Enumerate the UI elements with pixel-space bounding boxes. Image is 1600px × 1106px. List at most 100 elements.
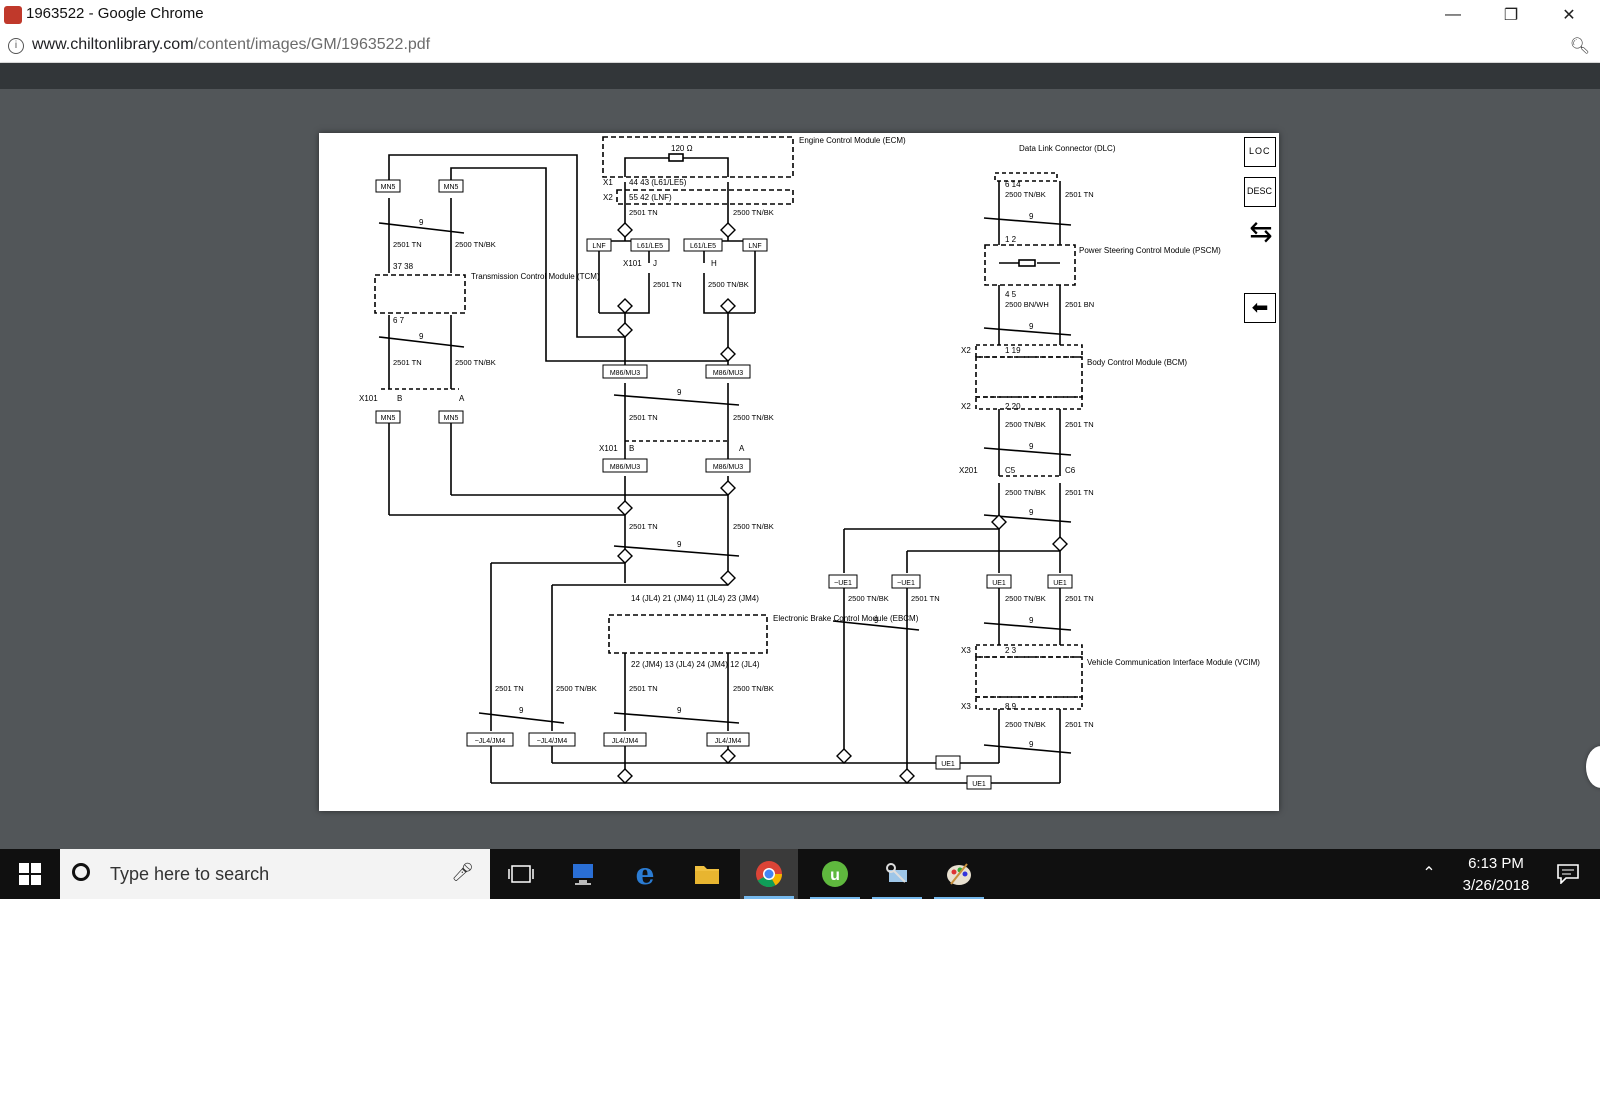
svg-text:MN5: MN5: [444, 415, 459, 422]
svg-text:2501 TN: 2501 TN: [653, 280, 682, 289]
svg-text:UE1: UE1: [941, 761, 955, 768]
svg-text:2500 TN/BK: 2500 TN/BK: [1005, 488, 1046, 497]
taskbar-app-paint[interactable]: [930, 849, 988, 899]
svg-text:9: 9: [1029, 616, 1034, 625]
svg-text:LNF: LNF: [748, 243, 761, 250]
microphone-icon[interactable]: 🎤︎: [451, 862, 474, 882]
svg-text:u: u: [830, 867, 840, 884]
restore-button[interactable]: ❐: [1503, 7, 1519, 24]
svg-text:2501 TN: 2501 TN: [495, 684, 524, 693]
svg-text:X101: X101: [623, 259, 642, 268]
description-view-button[interactable]: DESC: [1244, 177, 1276, 207]
wire-labels: 2501 TN 2500 TN/BK 2501 TN 2500 TN/BK 25…: [393, 190, 1094, 729]
wiring-diagram: MN5 MN5 MN5 MN5 LNF LNF L61/LE5 L61/LE5 …: [359, 136, 1260, 790]
svg-text:M86/MU3: M86/MU3: [713, 370, 743, 377]
minimize-button[interactable]: —: [1445, 6, 1461, 23]
task-view-button[interactable]: [492, 849, 550, 899]
svg-text:X2: X2: [961, 402, 971, 411]
site-info-icon[interactable]: i: [8, 38, 24, 54]
svg-text:X3: X3: [961, 646, 971, 655]
svg-text:UE1: UE1: [992, 580, 1006, 587]
svg-text:L61/LE5: L61/LE5: [690, 243, 716, 250]
svg-text:~JL4/JM4: ~JL4/JM4: [475, 738, 506, 745]
svg-text:8 9: 8 9: [1005, 702, 1017, 711]
tcm-label: Transmission Control Module (TCM): [471, 272, 600, 281]
svg-text:14 (JL4) 21 (JM4) 11 (JL4) 23: 14 (JL4) 21 (JM4) 11 (JL4) 23 (JM4): [631, 594, 759, 603]
taskbar-app-chrome[interactable]: [740, 849, 798, 899]
task-view-icon: [508, 865, 534, 883]
svg-text:UE1: UE1: [1053, 580, 1067, 587]
clock-date: 3/26/2018: [1462, 877, 1530, 894]
svg-text:B: B: [397, 394, 402, 403]
svg-text:X2: X2: [961, 346, 971, 355]
edge-icon: e: [635, 856, 655, 892]
svg-text:9: 9: [677, 540, 682, 549]
svg-text:2501 TN: 2501 TN: [629, 208, 658, 217]
start-button[interactable]: [0, 849, 60, 899]
svg-text:X1: X1: [603, 178, 613, 187]
svg-text:A: A: [459, 394, 465, 403]
taskbar-app-snipping[interactable]: [868, 849, 926, 899]
svg-text:X3: X3: [961, 702, 971, 711]
pscm-label: Power Steering Control Module (PSCM): [1079, 246, 1221, 255]
tray-chevron-up-icon[interactable]: ⌃: [1422, 865, 1436, 882]
pdf-page: MN5 MN5 MN5 MN5 LNF LNF L61/LE5 L61/LE5 …: [319, 133, 1279, 811]
svg-text:X2: X2: [603, 193, 613, 202]
svg-text:X101: X101: [599, 444, 618, 453]
url-text[interactable]: www.chiltonlibrary.com/content/images/GM…: [32, 36, 430, 54]
svg-text:2 20: 2 20: [1005, 402, 1021, 411]
svg-text:9: 9: [677, 388, 682, 397]
svg-text:~UE1: ~UE1: [834, 580, 852, 587]
module-labels: Engine Control Module (ECM) 120 Ω X1 44 …: [359, 136, 1260, 711]
svg-text:9: 9: [419, 218, 424, 227]
svg-text:M86/MU3: M86/MU3: [610, 370, 640, 377]
svg-text:2501 TN: 2501 TN: [629, 522, 658, 531]
svg-text:2500 TN/BK: 2500 TN/BK: [848, 594, 889, 603]
ebcm-label: Electronic Brake Control Module (EBCM): [773, 614, 919, 623]
utorrent-icon: u: [822, 861, 848, 887]
swap-arrows-icon[interactable]: ⇆: [1249, 216, 1273, 247]
svg-text:2500 TN/BK: 2500 TN/BK: [1005, 190, 1046, 199]
notification-icon: [1557, 864, 1579, 884]
svg-text:C6: C6: [1065, 466, 1076, 475]
svg-text:2500 TN/BK: 2500 TN/BK: [733, 208, 774, 217]
taskbar-app-utorrent[interactable]: u: [806, 849, 864, 899]
taskbar-app-network[interactable]: [554, 849, 612, 899]
svg-text:M86/MU3: M86/MU3: [610, 464, 640, 471]
svg-text:2500 TN/BK: 2500 TN/BK: [708, 280, 749, 289]
bcm-label: Body Control Module (BCM): [1087, 358, 1187, 367]
taskbar-app-file-explorer[interactable]: [678, 849, 736, 899]
location-view-button[interactable]: LOC: [1244, 137, 1276, 167]
url-domain: www.chiltonlibrary.com: [32, 36, 194, 53]
ecm-label: Engine Control Module (ECM): [799, 136, 906, 145]
paint-palette-icon: [947, 863, 971, 885]
svg-text:9: 9: [1029, 508, 1034, 517]
svg-text:H: H: [711, 259, 717, 268]
svg-text:2501 TN: 2501 TN: [1065, 420, 1094, 429]
folder-icon: [695, 866, 719, 884]
search-placeholder: Type here to search: [110, 864, 270, 884]
svg-text:9: 9: [1029, 442, 1034, 451]
svg-text:2501 TN: 2501 TN: [393, 240, 422, 249]
taskbar-search[interactable]: Type here to search 🎤︎: [60, 849, 490, 899]
cortana-icon: [72, 863, 90, 881]
svg-text:2501 TN: 2501 TN: [1065, 720, 1094, 729]
svg-text:2500 TN/BK: 2500 TN/BK: [733, 522, 774, 531]
svg-text:9: 9: [419, 332, 424, 341]
svg-text:J: J: [653, 259, 657, 268]
back-arrow-button[interactable]: ⬅: [1244, 293, 1276, 323]
svg-text:2 3: 2 3: [1005, 646, 1017, 655]
svg-text:MN5: MN5: [444, 184, 459, 191]
chrome-icon: [756, 861, 783, 888]
close-button[interactable]: ✕: [1562, 7, 1576, 24]
splice-points: [617, 222, 1068, 784]
windows-taskbar: Type here to search 🎤︎ e u ⌃ 6:13 PM 3/2…: [0, 849, 1600, 899]
zoom-icon[interactable]: 🔍︎: [1569, 38, 1590, 55]
svg-text:MN5: MN5: [381, 415, 396, 422]
svg-text:LNF: LNF: [592, 243, 605, 250]
address-bar[interactable]: i www.chiltonlibrary.com/content/images/…: [0, 30, 1600, 63]
taskbar-app-edge[interactable]: e: [616, 849, 674, 899]
action-center-button[interactable]: [1548, 849, 1588, 899]
taskbar-clock[interactable]: 6:13 PM 3/26/2018: [1446, 849, 1546, 899]
scroll-handle[interactable]: [1586, 746, 1600, 788]
